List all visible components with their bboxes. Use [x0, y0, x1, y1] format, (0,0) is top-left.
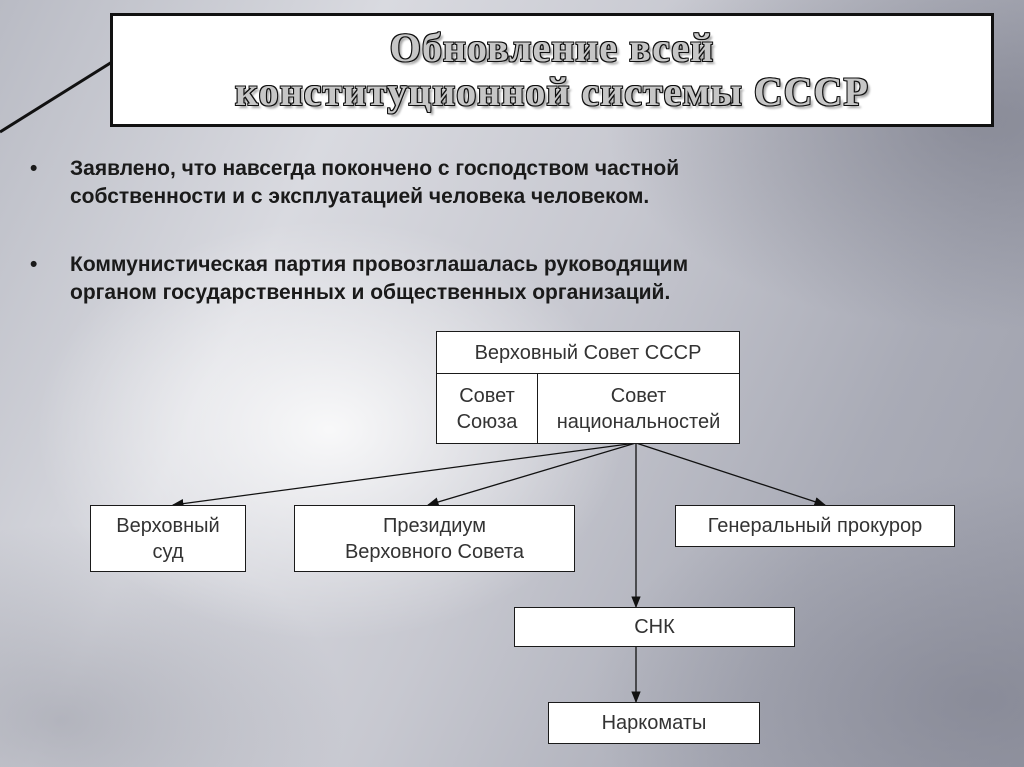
node-label: Наркоматы: [601, 712, 707, 734]
node-label-line-1: Верховный: [116, 514, 220, 537]
bullet-text-line-1: Коммунистическая партия провозглашалась …: [70, 253, 689, 276]
node-label-line-2: Союза: [456, 410, 518, 433]
bullet-text-line-2: собственности и с эксплуатацией человека…: [70, 185, 650, 208]
bullet-text-line-2: органом государственных и общественных о…: [70, 281, 671, 304]
bullet-item-private-property: • Заявлено, что навсегда покончено с гос…: [30, 155, 970, 211]
node-presidium: Президиум Верховного Совета: [294, 505, 575, 572]
node-label-line-2: Верховного Совета: [344, 540, 525, 563]
node-label-line-1: Президиум: [383, 514, 486, 537]
slide-title-line-1: Обновление всей: [389, 25, 715, 70]
node-label-line-1: Совет: [459, 384, 515, 407]
node-label: Генеральный прокурор: [707, 515, 923, 537]
bullet-marker: •: [30, 253, 38, 276]
node-council-nationalities: Совет национальностей: [537, 373, 740, 444]
arrow-to-prosecutor: [635, 442, 827, 507]
node-label: СНК: [634, 616, 675, 638]
slide-title-line-2: конституционной системы СССР: [235, 69, 869, 114]
node-prosecutor: Генеральный прокурор: [675, 505, 955, 547]
node-council-union: Совет Союза: [436, 373, 538, 444]
bullet-text-line-1: Заявлено, что навсегда покончено с госпо…: [70, 157, 680, 180]
node-narkomaty: Наркоматы: [548, 702, 760, 744]
node-supreme-soviet: Верховный Совет СССР: [436, 331, 740, 374]
node-label: Верховный Совет СССР: [474, 341, 702, 364]
node-label-line-2: национальностей: [556, 410, 721, 433]
title-frame: Обновление всей конституционной системы …: [110, 13, 994, 127]
node-snk: СНК: [514, 607, 795, 647]
bullet-marker: •: [30, 157, 38, 180]
node-label-line-2: суд: [152, 540, 184, 563]
arrow-to-presidium: [426, 442, 637, 507]
node-label-line-1: Совет: [610, 384, 667, 407]
bullet-item-communist-party: • Коммунистическая партия провозглашалас…: [30, 251, 970, 307]
arrow-to-supreme-court: [171, 442, 637, 509]
node-supreme-court: Верховный суд: [90, 505, 246, 572]
